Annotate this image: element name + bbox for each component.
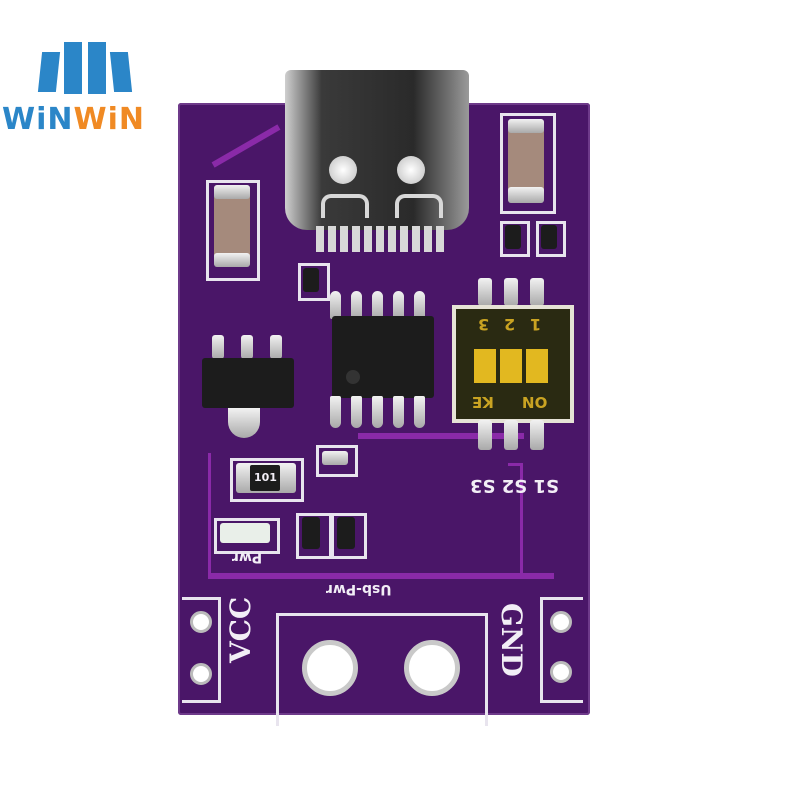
voltage-regulator: [202, 358, 294, 408]
terminal-outline: [276, 613, 488, 726]
header-pin: [550, 661, 572, 683]
gnd-label: GND: [495, 603, 528, 677]
trace: [358, 433, 524, 439]
trace: [508, 463, 523, 576]
winwin-logo: WiNWiN: [2, 30, 162, 140]
dip-number: 3: [478, 315, 490, 334]
logo-bar: [88, 42, 106, 94]
charger-ic: [332, 316, 434, 398]
capacitor-outline: [500, 113, 556, 214]
resistor-outline: [230, 458, 304, 502]
dip-switch-3[interactable]: [474, 349, 496, 383]
led-label: Pwr: [232, 549, 263, 565]
vcc-label: VCC: [224, 596, 257, 663]
usb-c-connector: [285, 70, 469, 230]
dip-number: 1: [530, 315, 542, 334]
trace: [208, 573, 554, 579]
usb-pwr-label: Usb-Pwr: [326, 581, 392, 597]
dip-label-on: ON: [522, 393, 548, 411]
vcc-terminal-hole: [302, 640, 358, 696]
dip-switch-1[interactable]: [526, 349, 548, 383]
dip-switch: 3 2 1 KE ON: [452, 305, 574, 423]
usb-mount-hole: [329, 156, 357, 184]
header-left-outline: [182, 597, 221, 703]
dip-number: 2: [504, 315, 516, 334]
logo-text: WiNWiN: [2, 102, 145, 137]
usb-mount-hole: [397, 156, 425, 184]
header-right-outline: [540, 597, 583, 703]
header-pin: [550, 611, 572, 633]
logo-bar: [37, 52, 61, 92]
logo-bar: [109, 52, 133, 92]
switch-labels: S1 S2 S3: [470, 475, 559, 496]
power-led: [220, 523, 270, 543]
dip-switch-2[interactable]: [500, 349, 522, 383]
trace: [211, 124, 281, 168]
capacitor-outline: [206, 180, 260, 281]
led-outline: [214, 518, 280, 554]
dip-label-ke: KE: [472, 393, 494, 411]
logo-bar: [64, 42, 82, 94]
header-pin: [190, 663, 212, 685]
resistor-101: [250, 465, 280, 491]
resistor-code: 101: [254, 471, 277, 484]
header-pin: [190, 611, 212, 633]
gnd-terminal-hole: [404, 640, 460, 696]
